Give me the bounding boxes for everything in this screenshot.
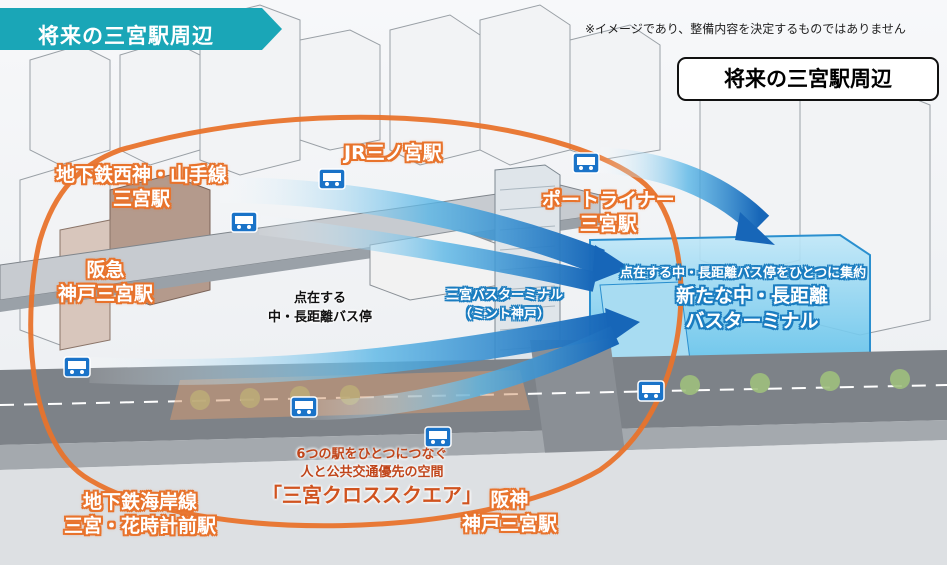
- label-line: 三宮バスターミナル: [446, 288, 564, 303]
- station-label-jr-sannomiya: JR三ノ宮駅: [344, 142, 442, 164]
- bus-icon: [637, 380, 665, 402]
- station-label-hankyu: 阪急 神戸三宮駅: [58, 258, 153, 306]
- station-label-name: 三宮駅: [579, 213, 637, 235]
- bus-icon: [63, 356, 91, 378]
- bus-icon: [424, 426, 452, 448]
- bus-icon: [318, 168, 346, 190]
- station-label-line: ポートライナー: [542, 189, 675, 211]
- cross-square-caption: 6つの駅をひとつにつなぐ 人と公共交通優先の空間 「三宮クロススクエア」: [262, 446, 482, 508]
- consolidation-label: 点在する中・長距離バス停をひとつに集約: [620, 266, 867, 281]
- station-label-line: 阪急: [86, 259, 125, 281]
- disclaimer-note: ※イメージであり、整備内容を決定するものではありません: [585, 22, 906, 36]
- mint-kobe-label: 三宮バスターミナル （ミント神戸）: [446, 286, 563, 324]
- new-bus-terminal-label: 新たな中・長距離 バスターミナル: [676, 284, 828, 334]
- title-box-text: 将来の三宮駅周辺: [724, 67, 892, 91]
- station-label-hanshin: 阪神 神戸三宮駅: [462, 488, 557, 536]
- station-label-line: 地下鉄西神・山手線: [56, 164, 228, 186]
- station-label-subway-seishin: 地下鉄西神・山手線 三宮駅: [56, 163, 227, 211]
- station-label-line: 地下鉄海岸線: [83, 491, 198, 513]
- bus-icon: [230, 211, 258, 233]
- cross-square-name: 「三宮クロススクエア」: [262, 483, 482, 507]
- header-tab: 将来の三宮駅周辺: [0, 8, 282, 50]
- station-label-portliner: ポートライナー 三宮駅: [542, 188, 675, 236]
- header-tab-title: 将来の三宮駅周辺: [38, 24, 214, 48]
- label-line: 中・長距離バス停: [268, 310, 373, 325]
- label-line: 新たな中・長距離: [676, 285, 829, 307]
- station-label-name: 神戸三宮駅: [58, 283, 154, 305]
- station-label-name: 三宮・花時計前駅: [64, 515, 217, 537]
- station-label-line: 阪神: [490, 489, 529, 511]
- station-label-name: 三宮駅: [113, 188, 171, 210]
- bus-icon: [290, 396, 318, 418]
- title-box: 将来の三宮駅周辺: [677, 57, 939, 101]
- bus-icon: [572, 152, 600, 174]
- label-line: （ミント神戸）: [459, 307, 551, 322]
- cross-square-line: 6つの駅をひとつにつなぐ: [296, 447, 448, 462]
- cross-square-line: 人と公共交通優先の空間: [300, 465, 444, 480]
- station-label-name: 神戸三宮駅: [462, 513, 558, 535]
- scattered-bus-stops-label: 点在する 中・長距離バス停: [268, 289, 372, 327]
- label-line: バスターミナル: [685, 310, 819, 332]
- station-label-subway-kaigan: 地下鉄海岸線 三宮・花時計前駅: [64, 490, 216, 538]
- label-line: 点在する: [294, 291, 347, 306]
